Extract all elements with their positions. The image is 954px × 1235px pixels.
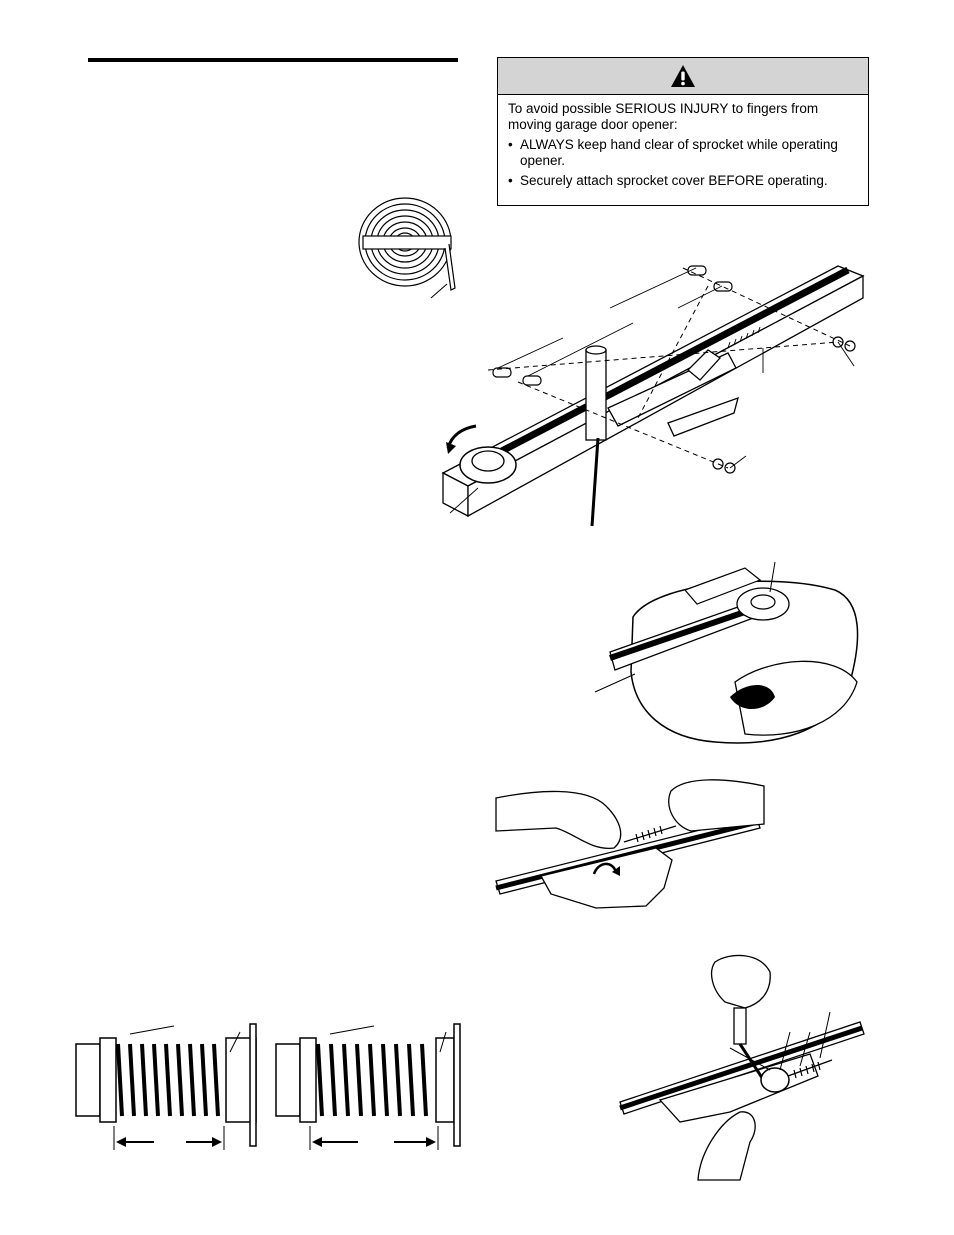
warning-list: ALWAYS keep hand clear of sprocket while… (508, 137, 858, 189)
warning-body: To avoid possible SERIOUS INJURY to fing… (498, 95, 868, 189)
motor-unit-sprocket-illustration (594, 561, 859, 744)
trolley-rail-exploded-illustration (441, 265, 865, 527)
warning-triangle-icon (671, 65, 695, 87)
coiled-belt-illustration (358, 197, 456, 299)
warning-header (498, 58, 868, 95)
hands-tightening-nut-illustration (495, 779, 765, 909)
warning-intro: To avoid possible SERIOUS INJURY to fing… (508, 101, 819, 132)
warning-bullet: ALWAYS keep hand clear of sprocket while… (508, 137, 858, 169)
warning-box: To avoid possible SERIOUS INJURY to fing… (497, 57, 869, 206)
spring-diagram-right (275, 1023, 461, 1150)
spring-diagram-left (75, 1023, 257, 1150)
section-rule (88, 58, 458, 62)
screwdriver-adjustment-illustration (619, 954, 865, 1181)
warning-bullet: Securely attach sprocket cover BEFORE op… (508, 173, 858, 189)
spring-compression-comparison-illustration (75, 1023, 461, 1150)
